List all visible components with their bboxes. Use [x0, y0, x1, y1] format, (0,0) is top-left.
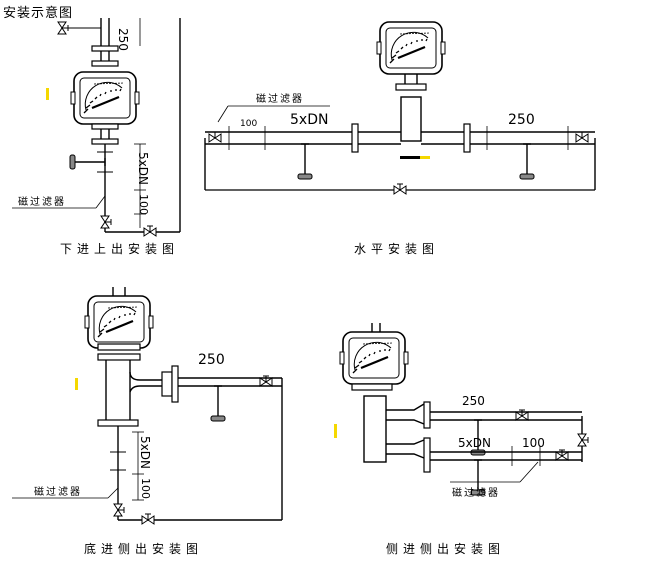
flowmeter-head: [338, 330, 410, 386]
flow-direction-arrow: [420, 156, 430, 159]
dim-100: 100: [522, 436, 545, 450]
diagram-bottom-in-side-out: [12, 287, 283, 525]
flow-direction-arrow: [46, 88, 49, 100]
diagram-bottom-in-top-out: [12, 18, 181, 237]
filter-label: 磁过滤器: [452, 488, 500, 499]
dim-250: 250: [198, 352, 225, 368]
filter-label: 磁过滤器: [34, 487, 82, 498]
dim-5xdn-vertical: 5xDN: [136, 152, 150, 185]
dim-5xdn-vertical: 5xDN: [138, 436, 152, 469]
diagram-horizontal: [204, 20, 596, 195]
flow-direction-arrow: [75, 378, 78, 390]
dim-250: 250: [462, 394, 485, 408]
caption-bottom-in-top-out: 下进上出安装图: [60, 242, 180, 256]
dim-5xdn: 5xDN: [290, 112, 329, 128]
caption-side-in-side-out: 侧进侧出安装图: [386, 542, 506, 556]
magnetic-filter-icon: [519, 143, 535, 180]
filter-label: 磁过滤器: [256, 94, 304, 105]
caption-bottom-in-side-out: 底进侧出安装图: [84, 542, 204, 556]
diagram-side-in-side-out: [334, 323, 589, 496]
dim-5xdn: 5xDN: [458, 436, 491, 450]
page-title: 安装示意图: [3, 6, 74, 21]
flowmeter-head: [375, 20, 447, 76]
flow-direction-arrow: [334, 424, 337, 438]
dim-100-vertical: 100: [137, 194, 150, 215]
dim-100-vertical: 100: [139, 478, 152, 499]
caption-horizontal: 水平安装图: [354, 242, 440, 256]
magnetic-filter-icon: [69, 154, 106, 170]
flowmeter-head: [69, 70, 141, 126]
filter-label: 磁过滤器: [18, 197, 66, 208]
dim-250: 250: [508, 112, 535, 128]
magnetic-filter-icon: [297, 143, 313, 180]
magnetic-filter-icon: [210, 385, 226, 422]
dim-100: 100: [240, 119, 258, 129]
dim-250-vertical: 250: [116, 28, 130, 51]
flowmeter-head: [83, 294, 155, 350]
